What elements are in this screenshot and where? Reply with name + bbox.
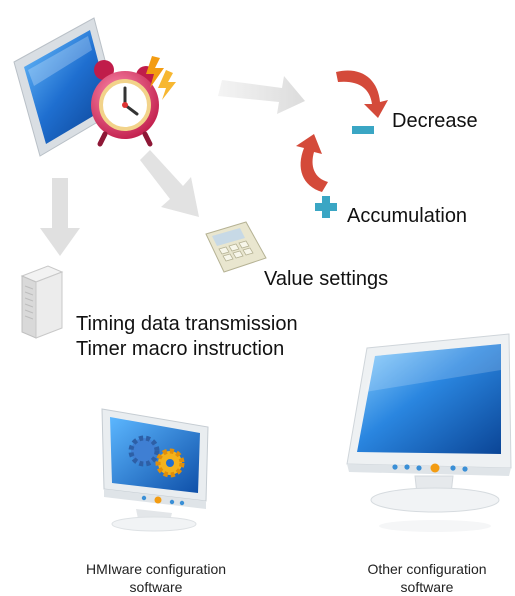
timer-macro-instruction-label: Timer macro instruction: [76, 338, 285, 360]
desktop-monitor-icon: [346, 333, 512, 532]
decrease-arrow-icon: [336, 70, 388, 118]
arrow-to-value-settings: [140, 150, 199, 217]
value-settings-label: Value settings: [264, 268, 389, 290]
decrease-label: Decrease: [392, 110, 478, 132]
hmiware-caption-line2: software: [129, 579, 183, 595]
timer-display-icon: [13, 17, 176, 157]
minus-icon: [352, 126, 374, 134]
other-software-caption: Other configuration software: [327, 560, 515, 596]
ringing-sparks-icon: [146, 56, 176, 100]
other-caption-line1: Other configuration: [367, 561, 487, 577]
hmiware-caption: HMIware configuration software: [56, 560, 256, 596]
calculator-icon: [205, 221, 267, 273]
accumulation-arrow-icon: [296, 134, 328, 192]
gears-icon: [128, 435, 185, 478]
hmiware-caption-line1: HMIware configuration: [85, 561, 227, 577]
arrow-down-to-module: [40, 178, 80, 256]
accumulation-label: Accumulation: [347, 205, 468, 227]
hmi-monitor-icon: [101, 408, 209, 532]
plc-module-icon: [20, 265, 64, 339]
timing-data-transmission-label: Timing data transmission: [76, 313, 298, 335]
other-caption-line2: software: [400, 579, 454, 595]
plus-icon: [315, 196, 337, 218]
arrow-to-decrease: [218, 76, 305, 114]
